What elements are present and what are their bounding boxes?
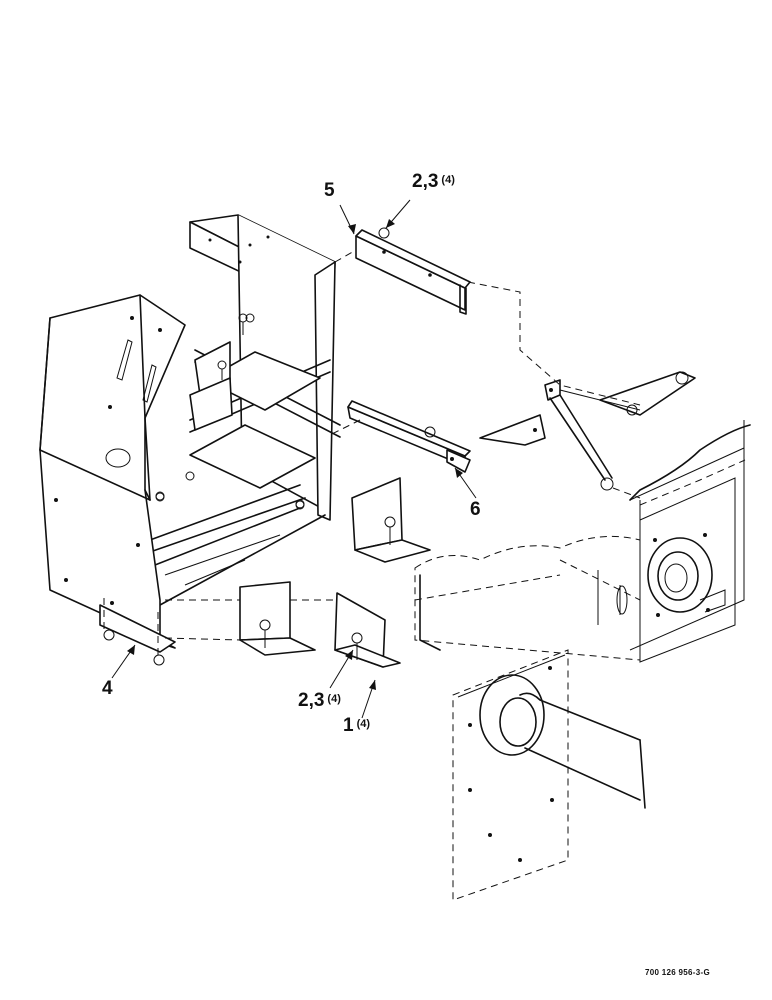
machine-frame [414, 281, 751, 661]
shield-item-1 [164, 477, 431, 668]
callout-item-6-label: 6 [470, 499, 481, 520]
callout-item-6: 6 [470, 500, 481, 519]
housing-frame [149, 214, 341, 606]
callout-item-2-3-bottom: 2,3(4) [298, 691, 341, 710]
callout-item-2-3-top: 2,3(4) [412, 172, 455, 191]
callout-item-2-3-top-qty: (4) [441, 174, 455, 186]
callout-item-5-label: 5 [324, 180, 335, 201]
callout-item-1-qty: (4) [356, 718, 371, 730]
gearbox-plate [639, 477, 736, 663]
bolt-nut-hardware [155, 313, 305, 509]
callout-item-1-label: 1 [343, 715, 354, 736]
callout-item-4: 4 [102, 679, 113, 698]
callout-item-2-3-bottom-label: 2,3 [298, 690, 325, 711]
leader-arrows [111, 199, 477, 719]
side-panel-item-4 [39, 294, 186, 666]
callout-item-2-3-bottom-qty: (4) [327, 693, 341, 705]
callout-item-1: 1(4) [343, 716, 370, 735]
driveshaft-plate [452, 649, 646, 901]
angle-bracket-item-5 [334, 227, 471, 315]
callout-item-2-3-top-label: 2,3 [412, 171, 439, 192]
drawing-number: 700 126 956-3-G [645, 968, 710, 977]
callout-item-4-label: 4 [102, 678, 113, 699]
callout-item-5: 5 [324, 181, 335, 200]
strap-bracket-item-6 [329, 400, 471, 473]
bracket-rod-assembly [479, 371, 696, 499]
